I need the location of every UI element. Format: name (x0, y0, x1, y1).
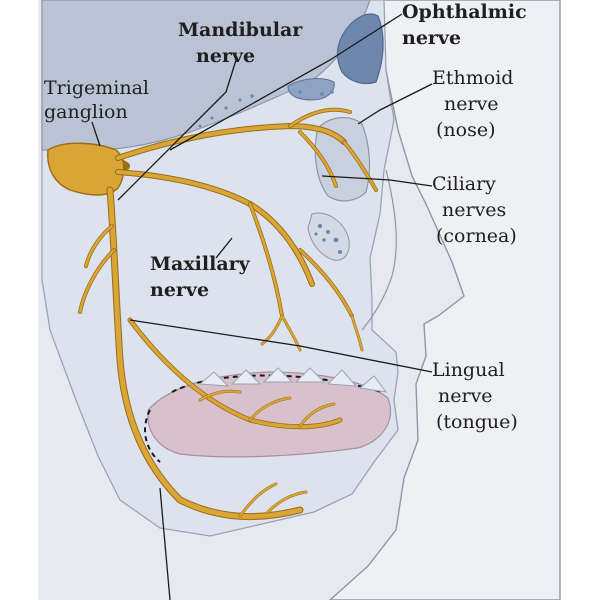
label-lingual-nerve: Lingual nerve (tongue) (432, 359, 518, 433)
nasal-septum-line (361, 169, 397, 331)
label-ethmoid-nerve: Ethmoid nerve (nose) (432, 67, 519, 141)
bone-texture-dots (198, 90, 342, 254)
nerve-tree (47, 107, 378, 521)
teeth (198, 367, 388, 393)
frontal-sinus (336, 13, 384, 85)
trigeminal-ganglion (47, 142, 125, 196)
label-mandibular-nerve: Mandibular nerve (178, 19, 309, 67)
orbit (314, 117, 371, 202)
label-ophthalmic-nerve: Ophthalmic nerve (402, 1, 533, 49)
label-trigeminal-ganglion: Trigeminal ganglion (44, 77, 155, 123)
leader-lines (91, 13, 433, 600)
face-skin (328, 0, 561, 600)
label-ciliary-nerves: Ciliary nerves (cornea) (432, 173, 517, 247)
label-maxillary-nerve: Maxillary nerve (150, 253, 256, 301)
